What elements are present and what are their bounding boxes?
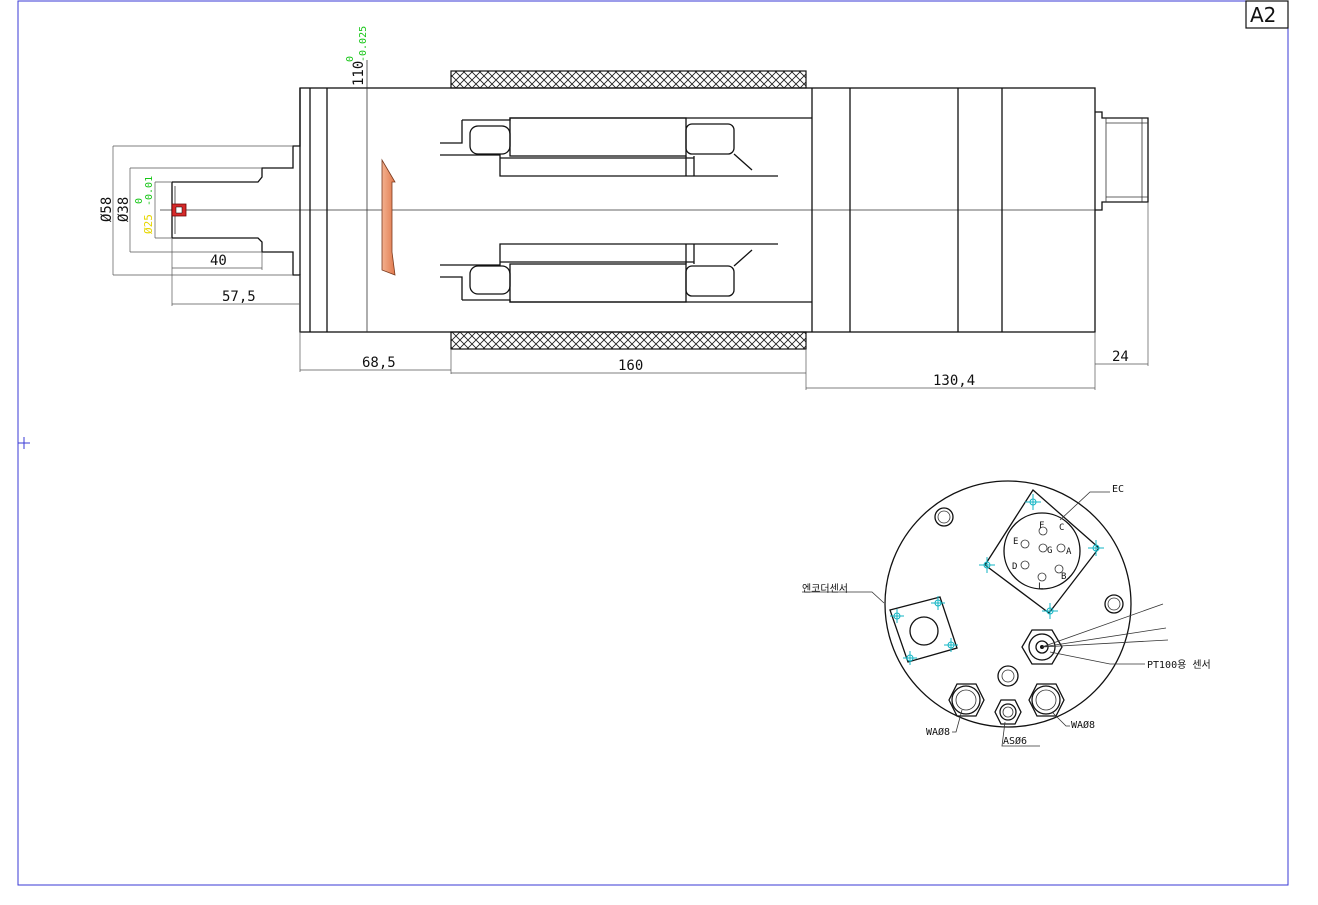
internal-lower <box>440 243 812 303</box>
label-encoder-sensor: 엔코더센서 <box>802 583 848 595</box>
knurl-top <box>450 70 807 89</box>
pt100-sensor <box>1021 603 1169 665</box>
wa-fitting-left <box>948 683 985 717</box>
coolant-channel <box>381 158 396 276</box>
dim-24: 24 <box>1112 349 1129 365</box>
label-ec: EC <box>1112 484 1124 495</box>
dim-d25-tol-lower: -0.01 <box>144 176 155 206</box>
pin-c: C <box>1059 523 1064 533</box>
dim-160: 160 <box>618 358 643 374</box>
knurl-bottom <box>450 331 807 350</box>
sheet-size-box: A2 <box>1245 0 1289 29</box>
center-mark-icon <box>18 437 30 449</box>
label-wa-right: WAØ8 <box>1071 719 1095 731</box>
dim-d38: Ø38 <box>116 197 132 222</box>
dim-130-4: 130,4 <box>933 373 975 389</box>
internal-upper <box>440 117 812 177</box>
pin-b: B <box>1061 572 1066 582</box>
label-wa-left: WAØ8 <box>926 726 950 738</box>
dim-110: 110 <box>351 61 367 86</box>
pin-l: L <box>1038 582 1043 592</box>
spindle-end-view: F C E G A D B L <box>802 480 1211 747</box>
dim-110-tol-lower: -0.025 <box>358 26 369 62</box>
wa-fitting-right <box>1028 683 1065 717</box>
ec-connector: F C E G A D B L <box>979 489 1104 619</box>
dim-d58: Ø58 <box>99 197 115 222</box>
sheet-size-label: A2 <box>1250 3 1276 27</box>
pin-d: D <box>1012 562 1017 572</box>
as-fitting <box>994 699 1022 725</box>
pin-f: F <box>1039 521 1044 531</box>
label-pt100-sensor: PT100용 센서 <box>1147 659 1211 671</box>
spindle-side-view: Ø58 Ø38 Ø25 0 -0.01 110 0 -0.025 40 57,5… <box>99 26 1149 390</box>
encoder-sensor-plate <box>889 596 958 665</box>
dim-d25-tol-upper: 0 <box>134 198 145 204</box>
pin-g: G <box>1047 546 1052 556</box>
dim-57-5: 57,5 <box>222 289 256 305</box>
pin-e: E <box>1013 537 1018 547</box>
sheet-frame <box>17 0 1289 886</box>
dim-40: 40 <box>210 253 227 269</box>
pin-a: A <box>1066 547 1072 557</box>
dim-68-5: 68,5 <box>362 355 396 371</box>
dim-110-tol-upper: 0 <box>345 56 356 62</box>
dim-d25: Ø25 <box>142 214 155 234</box>
label-as: ASØ6 <box>1003 735 1027 747</box>
